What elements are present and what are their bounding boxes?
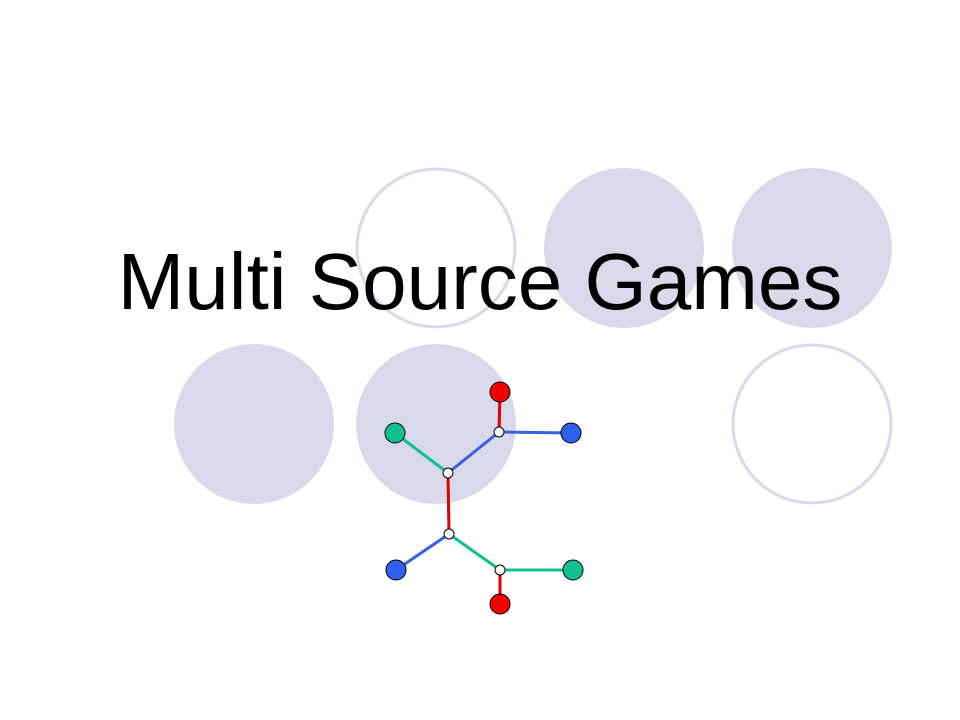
edge-blue-bottom bbox=[395, 532, 450, 572]
node-green-bottom-right bbox=[562, 559, 584, 581]
node-green-left bbox=[384, 422, 406, 444]
junction-mid-upper bbox=[442, 467, 454, 479]
junction-mid-lower bbox=[443, 528, 455, 540]
graph-edges bbox=[394, 391, 573, 604]
outline-circle-top-left bbox=[355, 167, 517, 329]
edge-red-middle bbox=[446, 472, 451, 535]
edge-blue-top-right bbox=[498, 430, 572, 435]
filled-circle-bottom-middle bbox=[356, 344, 516, 504]
slide-title: Multi Source Games bbox=[117, 237, 843, 326]
edge-blue-top-left bbox=[447, 430, 500, 475]
filled-circle-top-right bbox=[732, 168, 892, 328]
graph-nodes bbox=[384, 381, 584, 615]
node-red-top bbox=[489, 381, 511, 403]
filled-circle-bottom-left bbox=[174, 344, 334, 504]
junction-bottom bbox=[494, 564, 506, 576]
outline-circle-bottom-right bbox=[731, 343, 893, 505]
node-blue-top-right bbox=[560, 422, 582, 444]
edge-green-left bbox=[394, 431, 449, 475]
filled-circle-top-middle bbox=[544, 168, 704, 328]
edge-green-middle bbox=[448, 532, 501, 572]
junction-top bbox=[493, 426, 505, 438]
node-blue-bottom-left bbox=[385, 559, 407, 581]
node-red-bottom bbox=[489, 593, 511, 615]
